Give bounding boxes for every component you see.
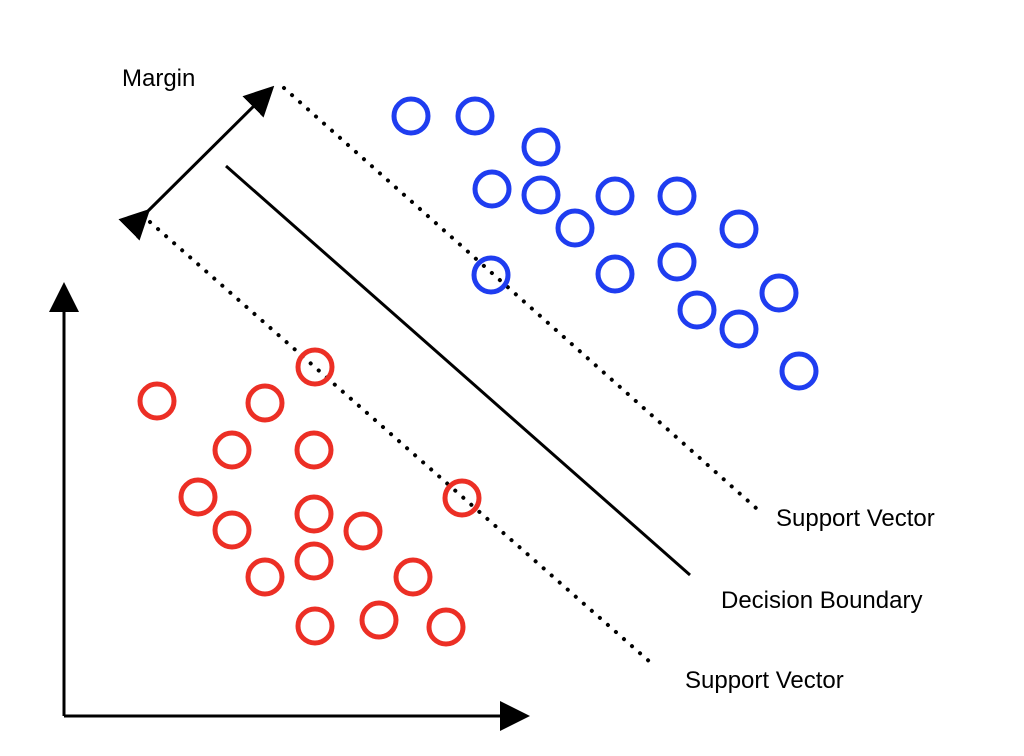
class-b-point — [245, 383, 285, 423]
class-b-point — [212, 430, 252, 470]
class-a-point — [677, 290, 717, 330]
class-a-point — [595, 254, 635, 294]
class-a-point — [657, 242, 697, 282]
class-b-point — [294, 430, 334, 470]
class-a-point — [595, 176, 635, 216]
class-b-point — [295, 606, 335, 646]
support-vector-line-top — [282, 86, 758, 510]
support-vector-line-bottom — [148, 220, 652, 664]
class-b-point — [212, 510, 252, 550]
class-b-point — [393, 557, 433, 597]
decision-boundary-line — [225, 164, 691, 577]
class-b-point — [294, 541, 334, 581]
class-a-point — [779, 351, 819, 391]
class-b-point — [137, 381, 177, 421]
support-vector-label-bottom: Support Vector — [685, 667, 844, 694]
class-a-support-vector-point — [471, 255, 511, 295]
class-a-point — [521, 175, 561, 215]
class-a-point — [759, 273, 799, 313]
class-a-point — [391, 96, 431, 136]
class-b-point — [178, 477, 218, 517]
class-b-point — [343, 511, 383, 551]
class-b-point — [245, 557, 285, 597]
class-b-point — [426, 607, 466, 647]
class-b-support-vector-point — [442, 478, 482, 518]
support-vector-label-top: Support Vector — [776, 505, 935, 532]
class-a-point — [657, 176, 697, 216]
class-a-point — [555, 208, 595, 248]
decision-boundary-label: Decision Boundary — [721, 587, 922, 614]
class-b-point — [294, 494, 334, 534]
class-a-point — [719, 209, 759, 249]
class-b-point — [359, 600, 399, 640]
class-a-points — [391, 96, 819, 391]
margin-arrow — [118, 85, 275, 241]
class-b-points — [137, 347, 482, 647]
class-a-point — [719, 309, 759, 349]
class-a-point — [455, 96, 495, 136]
margin-label: Margin — [122, 65, 195, 92]
class-a-point — [472, 169, 512, 209]
class-a-point — [521, 127, 561, 167]
class-b-support-vector-point — [295, 347, 335, 387]
